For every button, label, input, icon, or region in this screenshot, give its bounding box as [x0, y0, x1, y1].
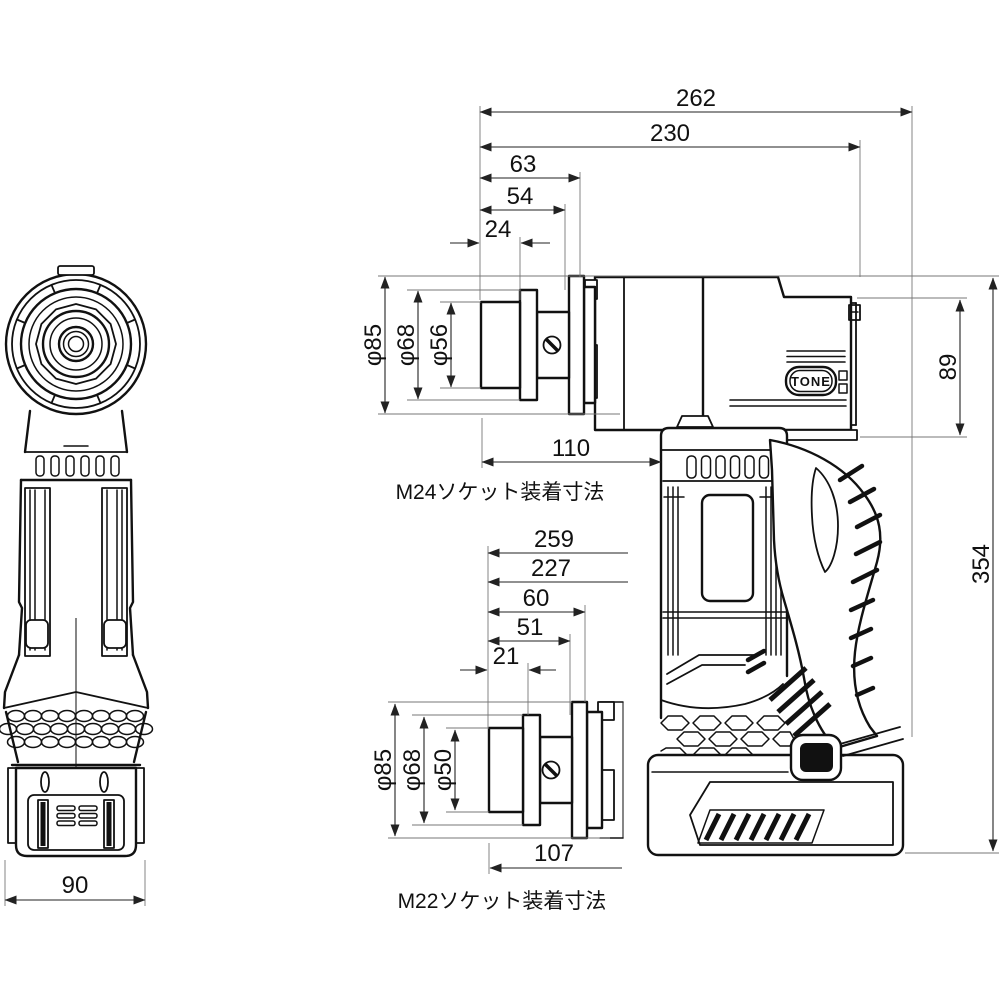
dim-m22-dia68: φ68 [399, 749, 426, 791]
dimension-labels: 262 230 63 54 24 110 φ85 φ68 φ56 89 354 … [62, 85, 995, 913]
m22-socket-detail [487, 700, 624, 840]
front-view-drawing [0, 265, 154, 858]
bezel-segment-ticks [15, 283, 137, 405]
screw-icon [541, 760, 561, 780]
front-grip-texture [0, 709, 154, 749]
rear-clip-detail [848, 304, 861, 321]
dim-63: 63 [510, 151, 537, 178]
dim-m22-107: 107 [534, 840, 574, 867]
m22-flange-dia85 [570, 700, 589, 840]
m22-nose-dia50 [487, 726, 525, 814]
caption-m24: M24ソケット装着寸法 [396, 481, 605, 504]
grip-hatching [837, 463, 883, 698]
front-bezel-tab [57, 265, 95, 276]
dimension-lines [4, 107, 998, 905]
dim-overall-length: 262 [676, 85, 716, 112]
dim-body-length: 230 [650, 120, 690, 147]
dim-m24-dia56: φ56 [426, 324, 453, 366]
grip-honeycomb-band [655, 715, 796, 758]
front-battery-grille [56, 805, 98, 827]
brand-logo: TONE [791, 374, 831, 389]
side-vent-square-1 [838, 370, 848, 381]
dim-height-89: 89 [935, 354, 962, 381]
front-12pt-socket [35, 303, 117, 385]
m24-socket-detail [479, 274, 597, 416]
side-battery [646, 753, 905, 857]
foot-window [700, 493, 755, 603]
motor-vent-ridges [729, 350, 847, 407]
dim-24: 24 [485, 216, 512, 243]
grip-lower-slats [768, 666, 832, 738]
side-upper-housing [593, 275, 853, 432]
front-outer-ring [4, 272, 148, 416]
dim-m24-dia68: φ68 [393, 324, 420, 366]
side-foot-block [659, 426, 789, 720]
grip-thumb-recess [810, 467, 839, 573]
front-vent-slots [35, 455, 120, 477]
dim-width-90: 90 [62, 872, 89, 899]
battery-grille [703, 812, 812, 842]
caption-m22: M22ソケット装着寸法 [398, 890, 607, 913]
trigger [676, 415, 714, 428]
dim-m24-dia85: φ85 [360, 324, 387, 366]
dim-21: 21 [493, 643, 520, 670]
front-battery [7, 763, 145, 858]
m24-flange-dia85 [567, 274, 586, 416]
extension-lines [4, 106, 999, 906]
screw-icon [542, 335, 562, 355]
dim-m22-dia85: φ85 [370, 749, 397, 791]
dim-60: 60 [523, 585, 550, 612]
m24-ring-dia68 [518, 288, 539, 402]
dim-m22-dia50: φ50 [430, 749, 457, 791]
dim-54: 54 [507, 183, 534, 210]
m24-nose-dia56 [479, 300, 522, 390]
dim-51: 51 [517, 614, 544, 641]
brand-badge: TONE [784, 365, 838, 397]
dim-259: 259 [534, 526, 574, 553]
dim-overall-height-354: 354 [968, 544, 995, 584]
battery-release-button [789, 726, 904, 782]
dim-227: 227 [531, 555, 571, 582]
side-grip [768, 438, 883, 750]
dim-m24-110: 110 [552, 435, 590, 462]
side-vent-square-2 [838, 383, 848, 394]
side-vent-slots [686, 455, 770, 479]
m22-ring-dia68 [521, 713, 542, 827]
side-view-drawing: TONE [584, 275, 905, 857]
